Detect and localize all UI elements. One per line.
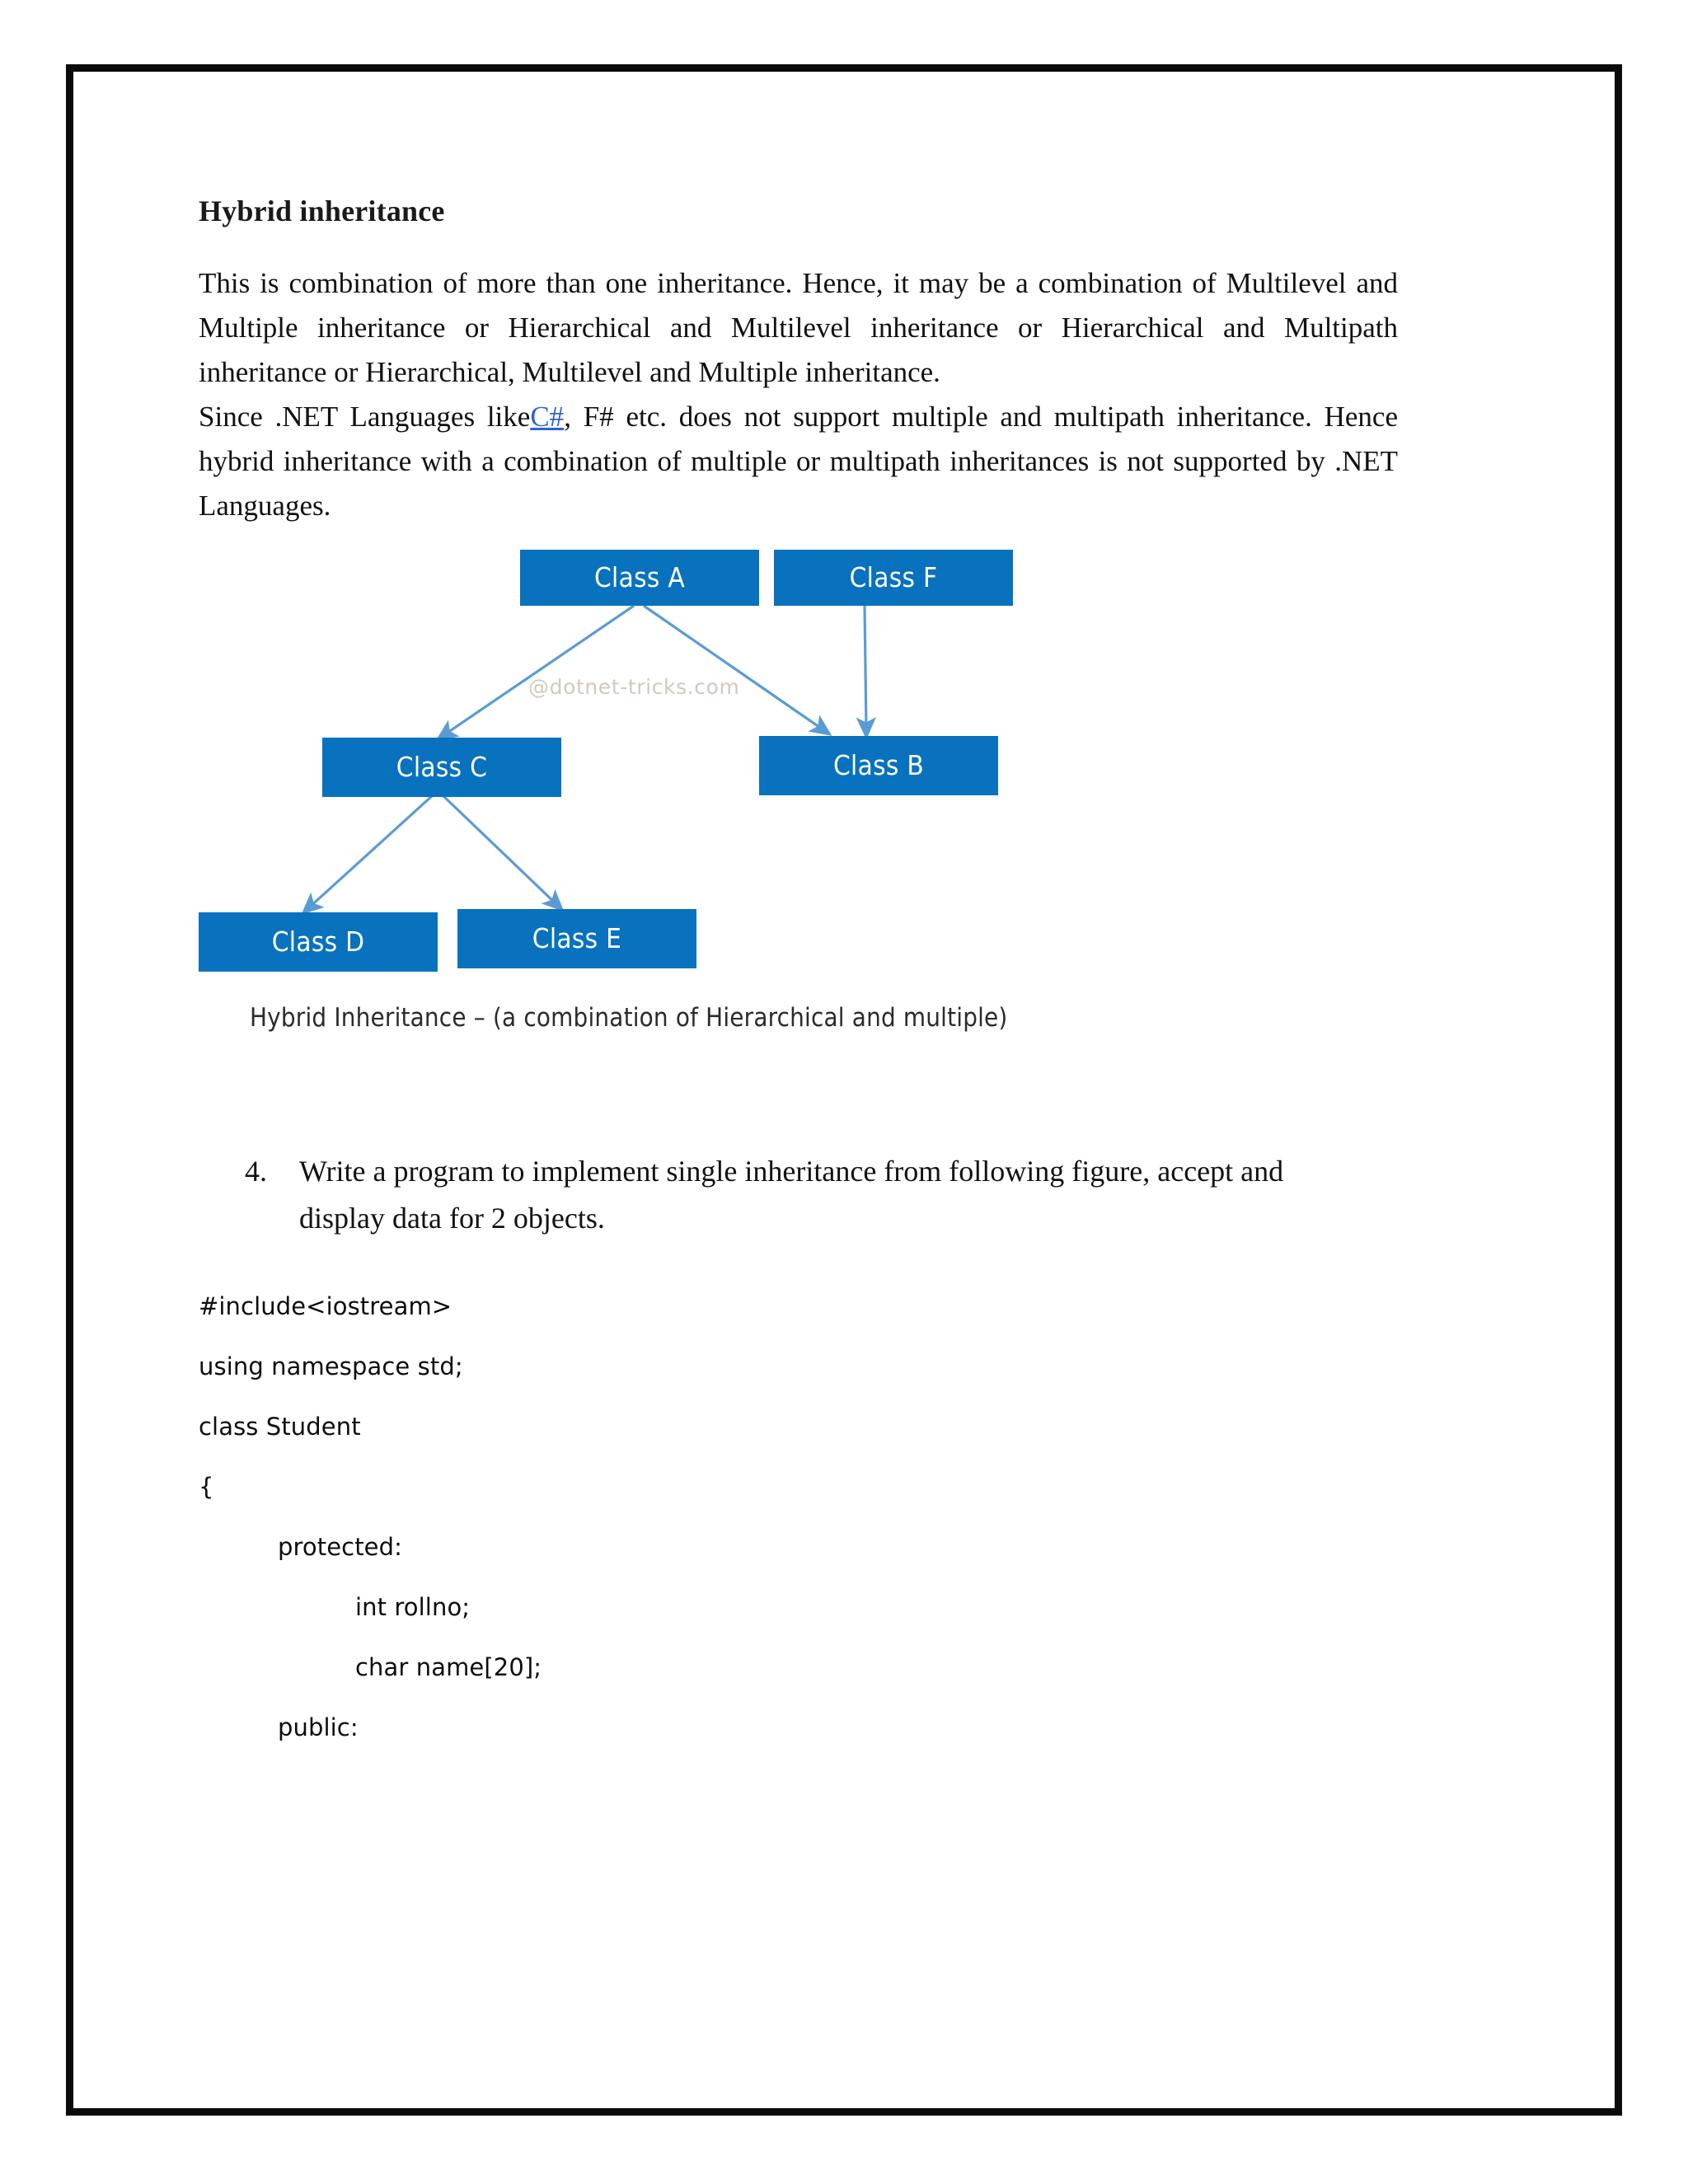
diagram-arrows bbox=[301, 604, 876, 915]
diagram-caption: Hybrid Inheritance – (a combination of H… bbox=[250, 1002, 1008, 1033]
dotnet-paragraph: Since .NET Languages likeC#, F# etc. doe… bbox=[199, 395, 1398, 528]
diagram-node-class-f[interactable]: Class F bbox=[774, 549, 1013, 606]
page-content: Hybrid inheritance This is combination o… bbox=[199, 194, 1600, 1758]
code-block: #include<iostream> using namespace std; … bbox=[199, 1277, 1600, 1758]
page-title: Hybrid inheritance bbox=[199, 194, 445, 227]
diagram-node-label: Class A bbox=[594, 561, 685, 594]
diagram-node-label: Class D bbox=[271, 926, 365, 958]
diagram-node-class-b[interactable]: Class B bbox=[759, 735, 998, 795]
code-line: class Student bbox=[199, 1412, 361, 1441]
code-line: public: bbox=[278, 1713, 359, 1741]
diagram-node-class-c[interactable]: Class C bbox=[322, 737, 561, 797]
diagram-node-label: Class F bbox=[849, 561, 938, 594]
csharp-link[interactable]: C# bbox=[530, 400, 565, 433]
page-border: Hybrid inheritance This is combination o… bbox=[66, 64, 1622, 2116]
code-line: using namespace std; bbox=[199, 1352, 463, 1380]
paragraph-lead: Since .NET Languages like bbox=[199, 400, 531, 433]
intro-paragraph: This is combination of more than one inh… bbox=[199, 266, 1398, 388]
question-list: 4. Write a program to implement single i… bbox=[199, 1148, 1369, 1242]
diagram-node-class-d[interactable]: Class D bbox=[199, 912, 438, 972]
code-line: int rollno; bbox=[355, 1592, 471, 1621]
code-line: { bbox=[199, 1472, 214, 1501]
code-line: #include<iostream> bbox=[199, 1291, 452, 1320]
code-line: char name[20]; bbox=[355, 1652, 542, 1681]
code-line: protected: bbox=[278, 1532, 402, 1561]
question-text: Write a program to implement single inhe… bbox=[299, 1154, 1284, 1235]
diagram-node-class-e[interactable]: Class E bbox=[457, 908, 696, 968]
diagram-node-class-a[interactable]: Class A bbox=[520, 549, 759, 606]
question-item-4: 4. Write a program to implement single i… bbox=[199, 1148, 1369, 1242]
diagram-node-label: Class B bbox=[832, 749, 924, 782]
diagram-node-label: Class E bbox=[532, 922, 622, 955]
question-number: 4. bbox=[245, 1154, 267, 1188]
diagram-watermark: @dotnet-tricks.com bbox=[528, 674, 740, 699]
hybrid-inheritance-diagram: Class A Class F Class C Class B Class D … bbox=[199, 540, 1398, 1084]
paragraph-tail: , F# etc. does not support multiple and … bbox=[199, 400, 1398, 522]
diagram-node-label: Class C bbox=[396, 751, 488, 784]
